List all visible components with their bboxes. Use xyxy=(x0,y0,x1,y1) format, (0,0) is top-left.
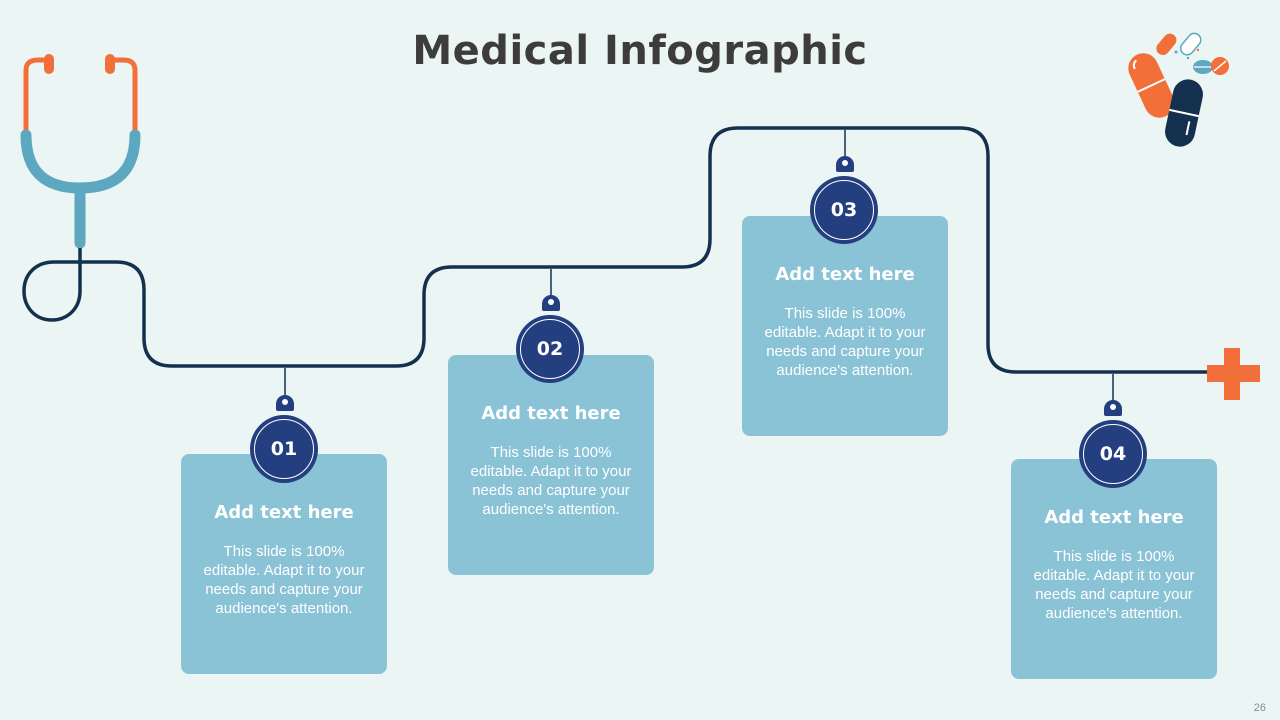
page-number: 26 xyxy=(1253,702,1266,714)
medical-cross-icon xyxy=(1207,348,1260,400)
step-card-1: Add text here This slide is 100% editabl… xyxy=(181,454,387,674)
step-body: This slide is 100% editable. Adapt it to… xyxy=(764,305,926,379)
step-body: This slide is 100% editable. Adapt it to… xyxy=(203,543,365,617)
step-body: This slide is 100% editable. Adapt it to… xyxy=(470,444,632,518)
step-badge-3: 03 xyxy=(810,176,878,244)
step-number: 04 xyxy=(1083,424,1143,484)
step-card-3: Add text here This slide is 100% editabl… xyxy=(742,216,948,436)
step-heading: Add text here xyxy=(214,502,354,523)
step-body: This slide is 100% editable. Adapt it to… xyxy=(1033,548,1195,622)
step-badge-4: 04 xyxy=(1079,420,1147,488)
step-heading: Add text here xyxy=(775,264,915,285)
step-tag-4 xyxy=(1104,400,1122,416)
step-number: 03 xyxy=(814,180,874,240)
step-badge-2: 02 xyxy=(516,315,584,383)
timeline-path xyxy=(22,126,1208,374)
step-number: 02 xyxy=(520,319,580,379)
step-tag-3 xyxy=(836,156,854,172)
step-card-2: Add text here This slide is 100% editabl… xyxy=(448,355,654,575)
step-tag-1 xyxy=(276,395,294,411)
stethoscope-icon xyxy=(20,54,141,249)
step-heading: Add text here xyxy=(481,403,621,424)
step-badge-1: 01 xyxy=(250,415,318,483)
step-number: 01 xyxy=(254,419,314,479)
pills-icon xyxy=(1128,32,1229,147)
page-title: Medical Infographic xyxy=(412,28,868,74)
step-heading: Add text here xyxy=(1044,507,1184,528)
step-card-4: Add text here This slide is 100% editabl… xyxy=(1011,459,1217,679)
step-tag-2 xyxy=(542,295,560,311)
